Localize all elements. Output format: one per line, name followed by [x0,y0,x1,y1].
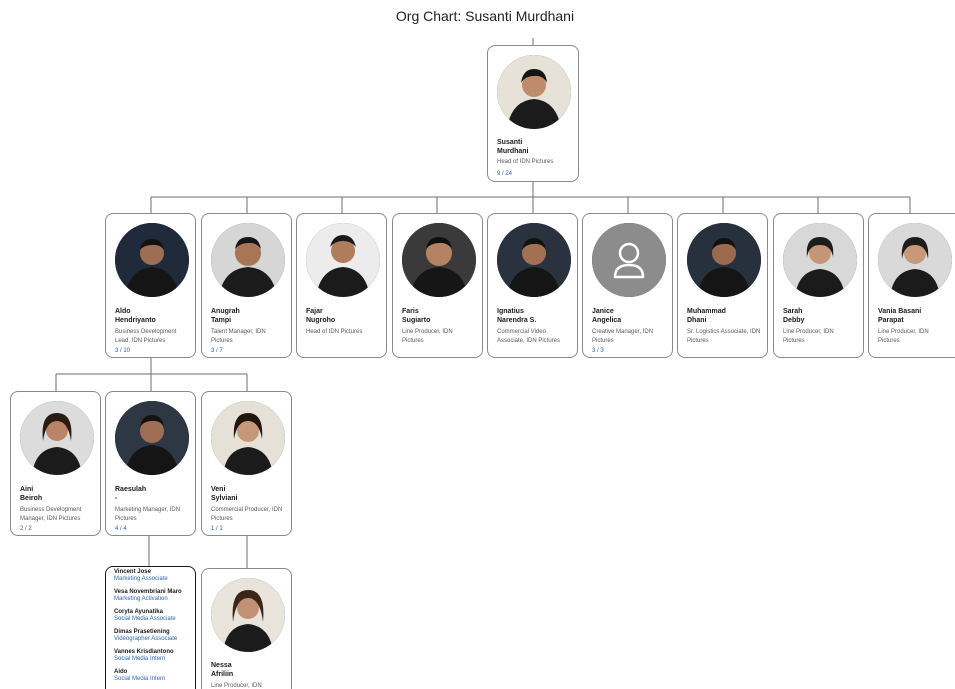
person-photo [20,401,94,475]
reports-count[interactable]: 1 / 1 [211,526,223,532]
reports-count[interactable]: 3 / 7 [211,348,223,354]
reports-count[interactable]: 2 / 2 [20,526,32,532]
person-photo [211,578,285,652]
person-role: Commercial Producer, IDN Pictures [211,507,283,522]
reports-count[interactable]: 4 / 4 [115,526,127,532]
org-card-raesulah[interactable]: Raesulah- Marketing Manager, IDN Picture… [105,391,196,536]
person-photo [211,401,285,475]
avatar [497,223,571,297]
person-role: Marketing Manager, IDN Pictures [115,507,181,522]
avatar [20,401,94,475]
person-role: Business Development Lead, IDN Pictures [115,329,177,344]
person-role: Sr. Logistics Associate, IDN Pictures [687,329,761,344]
person-photo [687,223,761,297]
person-photo [497,223,571,297]
person-name: Raesulah- [115,486,147,502]
avatar [211,401,285,475]
person-photo [211,223,285,297]
reports-count[interactable]: 3 / 3 [592,348,604,354]
reports-count[interactable]: 9 / 24 [497,171,513,177]
avatar [211,578,285,652]
avatar [497,55,571,129]
avatar [878,223,952,297]
person-role: Talent Manager, IDN Pictures [211,329,266,344]
person-photo [878,223,952,297]
reports-count[interactable]: 3 / 10 [115,348,131,354]
avatar [115,401,189,475]
person-photo [306,223,380,297]
person-photo [402,223,476,297]
avatar [783,223,857,297]
avatar [402,223,476,297]
person-photo [115,223,189,297]
person-role: Line Producer, IDN Pictures [783,329,834,344]
person-role: Line Producer, IDN Pictures [211,683,262,689]
avatar [592,223,666,297]
person-role: Commercial Video Associate, IDN Pictures [497,329,561,344]
page-title: Org Chart: Susanti Murdhani [395,8,575,24]
avatar [115,223,189,297]
person-photo [497,55,571,129]
avatar [306,223,380,297]
person-role: Head of IDN Pictures [497,159,554,165]
avatar [687,223,761,297]
person-role: Head of IDN Pictures [306,329,363,335]
placeholder-person-icon [592,223,666,297]
avatar [211,223,285,297]
person-role: Line Producer, IDN Pictures [402,329,453,344]
person-photo [783,223,857,297]
person-photo [115,401,189,475]
person-role: Creative Manager, IDN Pictures [592,329,654,344]
person-role: Line Producer, IDN Pictures [878,329,929,344]
person-role: Business Development Manager, IDN Pictur… [20,507,82,522]
